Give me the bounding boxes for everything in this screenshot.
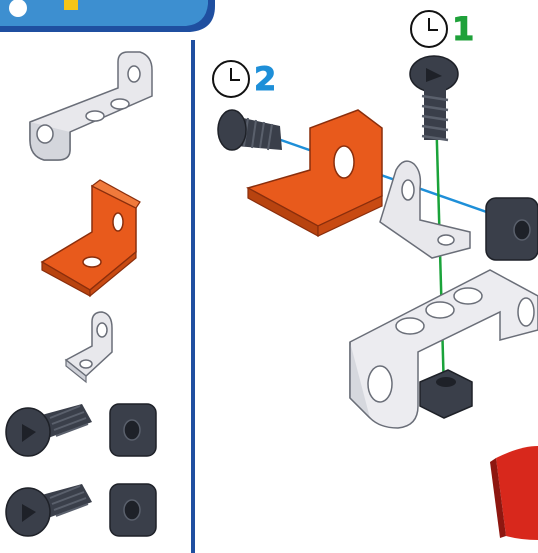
parts-list <box>0 40 190 553</box>
screw-part <box>6 404 92 456</box>
step-1-screw <box>410 56 458 140</box>
yellow-marker-icon <box>64 0 78 10</box>
page-flag-icon <box>490 446 538 540</box>
screw-part <box>6 484 92 536</box>
step-2-badge: 2 <box>210 58 276 100</box>
step-1-number: 1 <box>452 13 474 45</box>
step-2-square-nut <box>486 198 538 260</box>
small-angle-bracket-part <box>66 312 112 382</box>
column-divider <box>191 40 195 553</box>
small-angle-bracket <box>380 161 470 258</box>
square-nut-part <box>110 484 156 536</box>
clock-icon <box>408 8 450 50</box>
clock-icon <box>210 58 252 100</box>
header-tab <box>0 0 215 40</box>
step-2-number: 2 <box>254 63 276 95</box>
square-nut-part <box>110 404 156 456</box>
u-bracket-part <box>30 52 152 160</box>
step-2-screw <box>218 110 282 150</box>
step-1-square-nut <box>420 370 472 418</box>
step-1-badge: 1 <box>408 8 474 50</box>
orange-angle-bracket-part <box>42 180 140 296</box>
